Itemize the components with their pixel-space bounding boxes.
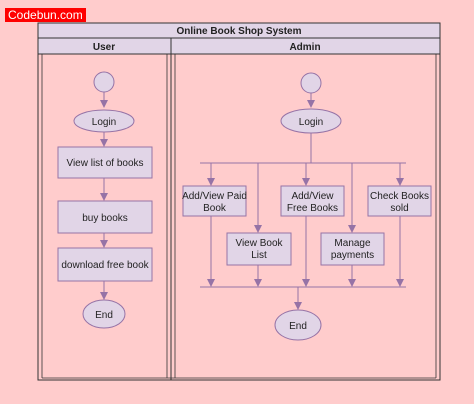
svg-text:download free book: download free book xyxy=(61,260,149,271)
svg-text:Login: Login xyxy=(299,117,323,128)
svg-text:Add/View Paid: Add/View Paid xyxy=(182,191,247,202)
svg-text:Check Books: Check Books xyxy=(370,191,429,202)
svg-text:Add/View: Add/View xyxy=(291,191,334,202)
view-list-of-books-node: View list of books xyxy=(57,146,153,179)
user-start-node xyxy=(93,71,115,93)
admin-end-node: End xyxy=(274,309,322,341)
svg-text:List: List xyxy=(251,250,267,261)
user-login-node: Login xyxy=(73,109,135,133)
svg-text:Free Books: Free Books xyxy=(287,203,338,214)
admin-flow: Login Add/View Paid Book View Book List … xyxy=(182,72,432,341)
connectors xyxy=(100,92,406,310)
svg-text:payments: payments xyxy=(331,250,374,261)
buy-books-node: buy books xyxy=(57,200,153,234)
admin-login-node: Login xyxy=(280,108,342,134)
svg-text:End: End xyxy=(289,321,307,332)
check-books-sold-node: Check Books sold xyxy=(367,185,432,217)
svg-text:View Book: View Book xyxy=(235,238,283,249)
diagram-title: Online Book Shop System xyxy=(176,26,301,37)
admin-lane-label: Admin xyxy=(289,42,320,53)
user-lane-label: User xyxy=(93,42,115,53)
view-book-list-node: View Book List xyxy=(226,232,292,266)
svg-text:sold: sold xyxy=(390,203,408,214)
user-flow: Login View list of books buy books downl… xyxy=(57,71,153,329)
manage-payments-node: Manage payments xyxy=(320,232,385,266)
svg-text:buy books: buy books xyxy=(82,213,128,224)
admin-start-node xyxy=(300,72,322,94)
svg-text:View list of books: View list of books xyxy=(66,158,143,169)
user-end-node: End xyxy=(82,299,126,329)
svg-text:End: End xyxy=(95,310,113,321)
svg-text:Manage: Manage xyxy=(334,238,371,249)
svg-text:Book: Book xyxy=(203,203,227,214)
admin-lane-header xyxy=(170,37,441,55)
svg-text:Login: Login xyxy=(92,117,116,128)
add-view-free-books-node: Add/View Free Books xyxy=(280,185,345,217)
download-free-book-node: download free book xyxy=(57,247,153,282)
watermark-logo: Codebun.com xyxy=(5,8,86,22)
add-view-paid-book-node: Add/View Paid Book xyxy=(182,185,247,217)
